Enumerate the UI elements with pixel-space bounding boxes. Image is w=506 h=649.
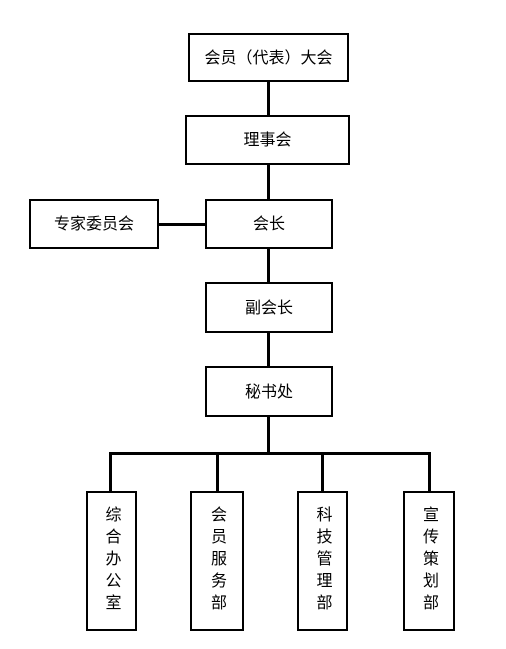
connector-bus-dept-4	[428, 452, 431, 492]
node-department-publicity-planning: 宣传策划部	[403, 491, 455, 631]
connector-assembly-board	[267, 81, 270, 116]
node-general-assembly: 会员（代表）大会	[188, 33, 349, 82]
connector-secretariat-bus	[267, 416, 270, 454]
connector-bus-dept-2	[216, 452, 219, 492]
node-president: 会长	[205, 199, 333, 249]
node-expert-committee: 专家委员会	[29, 199, 159, 249]
node-department-tech-management: 科技管理部	[297, 491, 348, 631]
connector-bus-dept-3	[321, 452, 324, 492]
node-board: 理事会	[185, 115, 350, 165]
department-bus	[109, 452, 431, 455]
node-vice-president: 副会长	[205, 282, 333, 333]
node-department-member-services: 会员服务部	[190, 491, 244, 631]
connector-vice-secretariat	[267, 332, 270, 367]
connector-bus-dept-1	[109, 452, 112, 492]
node-department-general-office: 综合办公室	[86, 491, 137, 631]
node-secretariat: 秘书处	[205, 366, 333, 417]
connector-board-president	[267, 164, 270, 199]
connector-expert-president	[158, 223, 206, 226]
connector-president-vice	[267, 248, 270, 283]
